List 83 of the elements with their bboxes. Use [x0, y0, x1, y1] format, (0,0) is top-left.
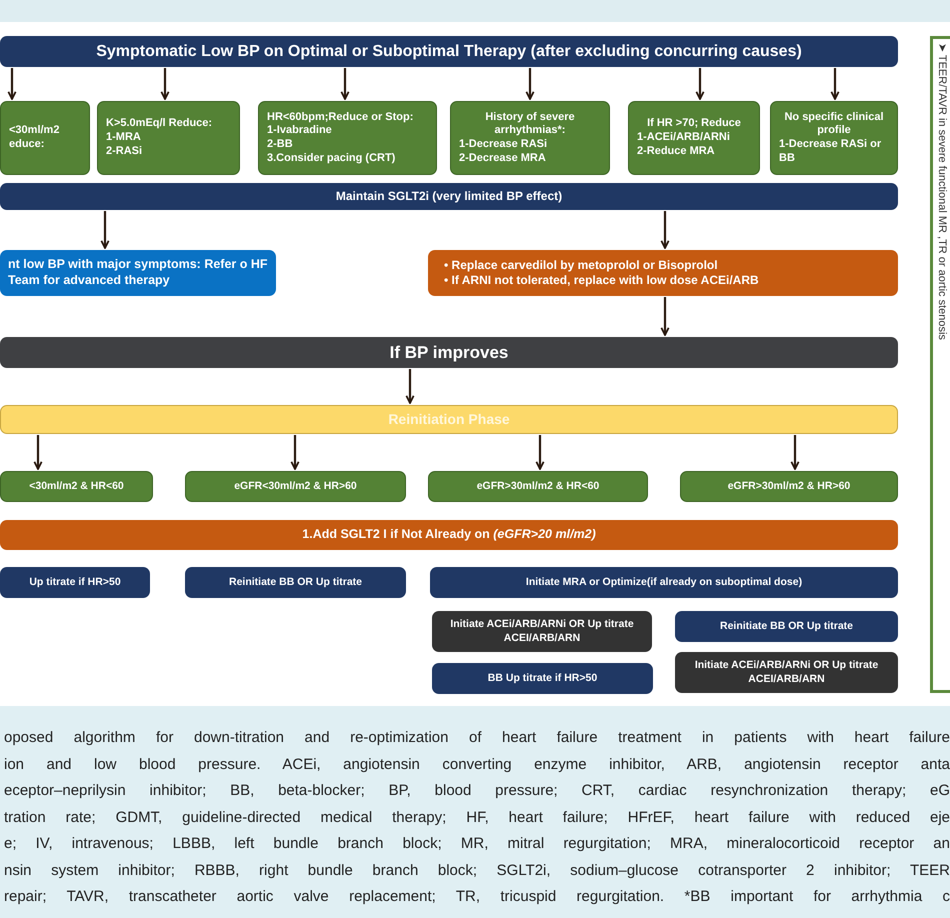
process-box	[432, 663, 653, 694]
box-text: <30ml/m2 & HR<60	[28, 480, 125, 494]
box-text: Initiate ACEi/ARB/ARNi OR Up titrate ACEI/ARB/ARN	[694, 659, 880, 686]
arrow	[660, 297, 670, 336]
arrow	[160, 68, 170, 100]
arrow	[830, 68, 840, 100]
side-note-box	[930, 36, 950, 693]
condition-box	[97, 101, 240, 175]
box-text: K>5.0mEq/l Reduce:	[106, 117, 214, 132]
box-text: No specific clinical profile	[783, 110, 885, 138]
process-bar	[0, 520, 898, 550]
process-box	[675, 611, 898, 642]
box-text: Reinitiate BB OR Up titrate	[718, 620, 854, 634]
arrow	[526, 68, 534, 100]
box-text: If BP improves	[388, 342, 510, 364]
arrow	[8, 68, 16, 100]
arrow	[660, 211, 670, 249]
arrow	[536, 435, 544, 470]
arrow	[406, 369, 414, 404]
process-box	[185, 567, 406, 598]
title-bar	[0, 36, 898, 67]
condition-box	[770, 101, 898, 175]
caption-line: e; IV, intravenous; LBBB, left bundle branch block; MR, mitral regurgitation; MRA, mineralocorticoid receptor an	[4, 835, 950, 852]
arrow	[790, 435, 800, 470]
process-bar	[0, 183, 898, 210]
arrow	[290, 435, 300, 470]
process-box	[428, 250, 898, 296]
box-text: 2-Decrease MRA	[459, 152, 547, 166]
box-text: <30ml/m2	[9, 124, 60, 138]
box-text: If HR >70; Reduce	[646, 117, 742, 132]
box-text: Symptomatic Low BP on Optimal or Suboptimal Therapy (after excluding concurring causes)	[95, 42, 803, 62]
arrow	[696, 68, 704, 100]
condition-box	[0, 471, 153, 502]
box-text: 2-BB	[267, 138, 294, 152]
box-text: 1-ACEi/ARB/ARNi	[637, 131, 731, 145]
process-box	[0, 567, 150, 598]
process-box	[0, 250, 276, 296]
bullet-item: • Replace carvedilol by metoprolol or Bisoprolol	[444, 258, 719, 273]
box-text: eGFR<30ml/m2 & HR>60	[233, 480, 358, 494]
caption-line: eceptor–neprilysin inhibitor; BB, beta-blocker; BP, blood pressure; CRT, cardiac resynchronization therapy; eG	[4, 782, 950, 799]
box-text: BB Up titrate if HR>50	[486, 672, 598, 686]
box-text: 1.Add SGLT2 I if Not Already on (eGFR>20 ml/m2)	[301, 527, 597, 543]
box-text: Up titrate if HR>50	[28, 576, 122, 590]
process-box	[430, 567, 898, 598]
box-text: 1-Decrease RASi or BB	[779, 138, 882, 166]
box-text: 1-MRA	[106, 131, 142, 145]
box-text: HR<60bpm;Reduce or Stop:	[267, 110, 414, 124]
condition-box	[258, 101, 437, 175]
box-text: Initiate MRA or Optimize(if already on suboptimal dose)	[524, 576, 804, 590]
phase-bar	[0, 405, 898, 434]
condition-box	[185, 471, 406, 502]
caption-line: nsin system inhibitor; RBBB, right bundle branch block; SGLT2i, sodium–glucose cotransporter 2 inhibitor; TEER	[4, 862, 950, 878]
box-text: eGFR>30ml/m2 & HR<60	[476, 480, 600, 494]
side-note: ➤ TEER/TAVR in severe functional MR ,TR or aortic stenosis	[935, 43, 949, 340]
condition-box	[450, 101, 610, 175]
box-text: 1-Decrease RASi	[459, 138, 548, 152]
box-text: eGFR>30ml/m2 & HR>60	[726, 480, 852, 494]
box-text: Initiate ACEi/ARB/ARNi OR Up titrate ACEI/ARB/ARN	[449, 618, 635, 645]
process-box	[432, 611, 652, 652]
box-text: History of severe arrhythmias*:	[484, 110, 576, 138]
condition-box	[0, 101, 90, 175]
arrow	[340, 68, 350, 100]
arrow	[100, 211, 110, 249]
box-text: 1-Ivabradine	[267, 124, 333, 138]
arrow	[34, 435, 42, 470]
box-text: 2-Reduce MRA	[637, 144, 716, 159]
caption-line: tration rate; GDMT, guideline-directed medical therapy; HF, heart failure; HFrEF, heart failure with reduced eje	[4, 808, 950, 826]
caption-line: repair; TAVR, transcatheter aortic valve replacement; TR, tricuspid regurgitation. *BB important for arrhythmia c	[4, 888, 950, 905]
box-text: Maintain SGLT2i (very limited BP effect)	[334, 189, 564, 204]
box-text: Reinitiate BB OR Up titrate	[228, 576, 363, 590]
condition-box	[680, 471, 898, 502]
caption-line: oposed algorithm for down-titration and re-optimization of heart failure treatment in patients with heart failure	[4, 729, 950, 746]
caption-line: ion and low blood pressure. ACEi, angiotensin converting enzyme inhibitor, ARB, angiotensin receptor anta	[4, 756, 950, 772]
process-box	[675, 652, 898, 693]
condition-box	[428, 471, 648, 502]
condition-box	[628, 101, 760, 175]
box-text: Reinitiation Phase	[387, 410, 511, 428]
bullet-item: • If ARNI not tolerated, replace with low dose ACEi/ARB	[444, 273, 760, 288]
box-text: educe:	[9, 138, 46, 152]
box-text: 3.Consider pacing (CRT)	[267, 152, 396, 166]
box-text: 2-RASi	[106, 144, 144, 159]
decision-bar	[0, 337, 898, 368]
box-text: nt low BP with major symptoms: Refer o HF Team for advanced therapy	[8, 257, 268, 289]
